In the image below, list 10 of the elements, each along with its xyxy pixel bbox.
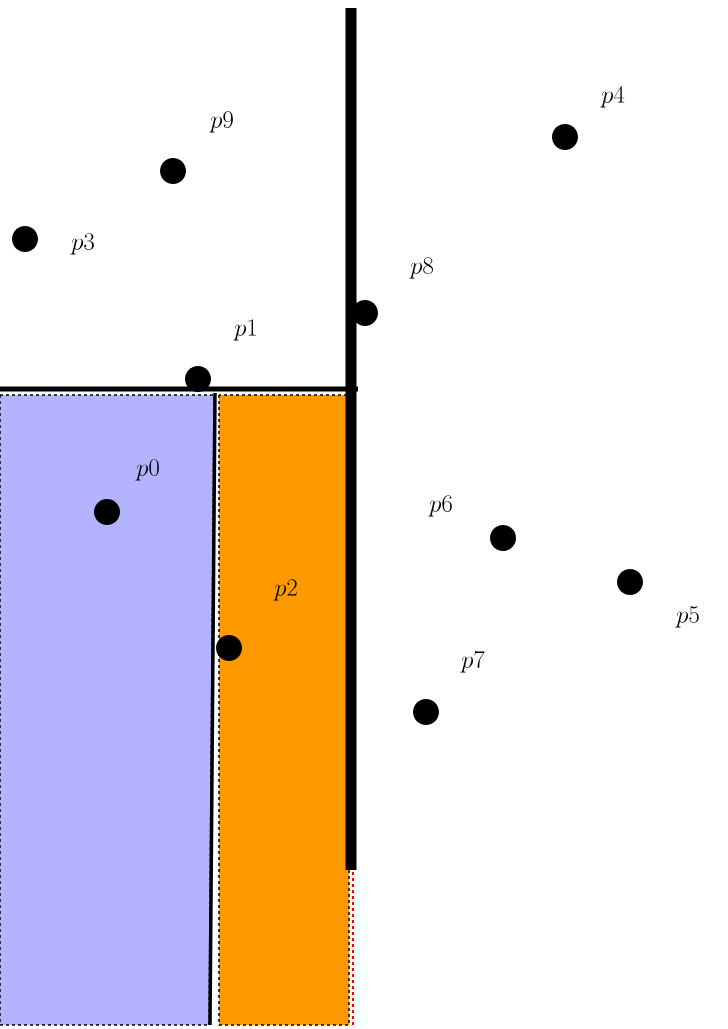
point-label: $p0$ (135, 459, 159, 481)
point-label: $p4$ (600, 85, 625, 108)
point-label: $p5$ (675, 606, 699, 628)
point-label: $p1$ (233, 319, 256, 341)
point-label: $p8$ (409, 257, 433, 279)
point-label: $p9$ (209, 111, 233, 133)
point-label: $p2$ (273, 579, 297, 601)
point-label: $p7$ (460, 650, 485, 673)
point-label: $p3$ (70, 233, 94, 255)
point-label: $p6$ (428, 495, 452, 517)
